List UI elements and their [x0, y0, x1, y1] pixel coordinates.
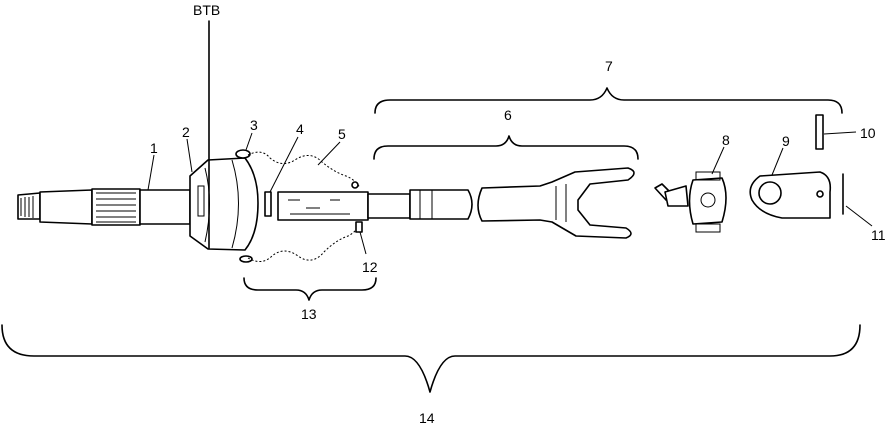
callout-1: 1 [150, 140, 158, 156]
callout-12: 12 [362, 259, 378, 275]
boot-clamp-lower [239, 255, 253, 263]
leader-5 [317, 141, 341, 166]
leader-4 [269, 136, 299, 193]
leader-12 [359, 231, 367, 255]
leader-2 [186, 138, 193, 173]
callout-14: 14 [419, 410, 435, 425]
callout-13: 13 [301, 306, 317, 322]
cv-housing [189, 157, 259, 251]
bracket-14 [1, 324, 861, 393]
end-yoke [749, 171, 832, 219]
bracket-13 [243, 277, 377, 301]
callout-6: 6 [504, 107, 512, 123]
boot-clamp-small [355, 221, 363, 233]
propeller-shaft-yoke [409, 167, 635, 239]
callout-btb: BTB [193, 2, 220, 18]
callout-3: 3 [250, 117, 258, 133]
callout-5: 5 [338, 126, 346, 142]
callout-2: 2 [182, 124, 190, 140]
snap-ring [264, 191, 272, 217]
callout-4: 4 [296, 121, 304, 137]
leader-10 [823, 131, 857, 135]
bracket-6 [373, 135, 639, 160]
callout-8: 8 [722, 132, 730, 148]
roll-pin [815, 114, 824, 150]
callout-7: 7 [605, 58, 613, 74]
universal-joint-cross [654, 171, 727, 233]
leader-9 [771, 147, 784, 176]
leader-8 [711, 146, 725, 175]
leader-1 [147, 154, 155, 191]
leader-11 [845, 205, 873, 227]
inner-shaft [277, 191, 411, 221]
leader-3 [245, 132, 253, 151]
cv-boot [247, 151, 361, 262]
callout-9: 9 [782, 133, 790, 149]
stub-shaft [17, 188, 191, 226]
callout-10: 10 [860, 125, 876, 141]
callout-11: 11 [871, 227, 886, 243]
boot-clamp-large [235, 149, 251, 159]
bracket-7 [374, 87, 843, 114]
